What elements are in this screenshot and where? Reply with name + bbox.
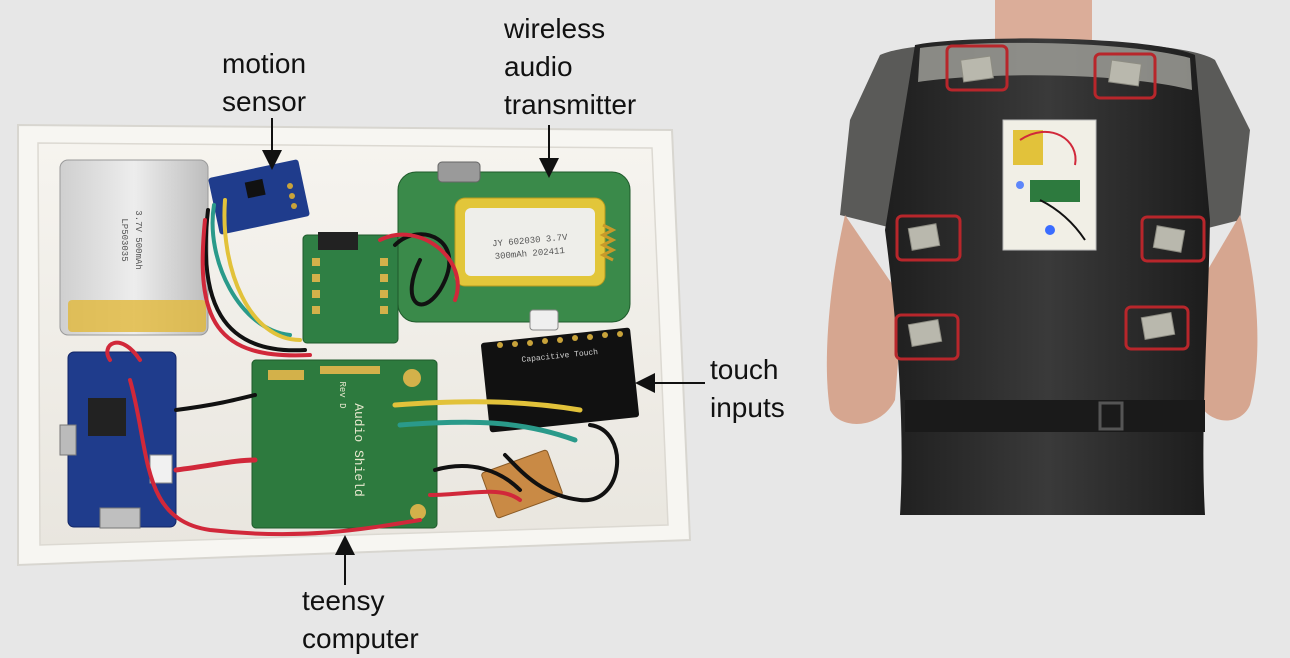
teensy-computer-label: teensy computer [302,585,419,654]
motion-sensor-board [208,159,310,235]
svg-text:Audio Shield: Audio Shield [351,403,366,497]
capacitive-touch-board: Capacitive Touch [481,327,639,433]
wireless-audio-transmitter-label: wireless audio transmitter [504,13,637,120]
vest-photo [826,0,1258,515]
highlight-boxes [894,44,1206,361]
audio-shield-board: Audio Shield Rev D [251,359,438,529]
svg-text:Rev D: Rev D [337,381,347,408]
enclosure-photo: LP503035 3.7V 500mAh JY 602030 3.7V 300m… [17,123,692,567]
lipo-battery-large: LP503035 3.7V 500mAh [59,159,209,336]
microcontroller-board [302,232,399,344]
touch-inputs-label: touch inputs [710,354,785,423]
vest-touch-pads [907,55,1186,348]
wires [105,198,620,537]
hardware-figure: LP503035 3.7V 500mAh JY 602030 3.7V 300m… [17,0,1258,585]
charger-board [59,351,177,529]
svg-text:LP503035: LP503035 [119,218,129,261]
svg-text:3.7V 500mAh: 3.7V 500mAh [133,210,143,269]
motion-sensor-label: motion sensor [222,48,307,117]
